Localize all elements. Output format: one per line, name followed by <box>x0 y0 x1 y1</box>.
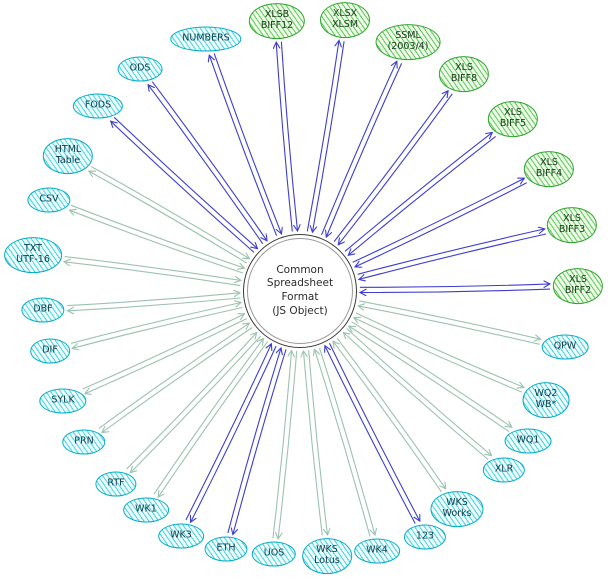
arrow <box>69 210 243 274</box>
arrow <box>70 303 241 344</box>
arrow <box>338 93 453 245</box>
arrow <box>333 341 442 493</box>
arrow <box>359 284 550 287</box>
arrow <box>113 116 257 248</box>
arrow <box>68 297 241 311</box>
arrow <box>306 40 339 232</box>
arrow <box>91 166 249 259</box>
arrow <box>85 318 247 394</box>
arrow <box>72 306 243 349</box>
arrow <box>344 132 492 252</box>
arrow <box>233 349 287 534</box>
arrow <box>351 321 512 427</box>
arrow <box>148 85 264 245</box>
arrow <box>348 135 496 255</box>
arrow <box>346 328 492 456</box>
arrow <box>89 171 248 264</box>
arrow <box>315 349 371 537</box>
arrow <box>359 300 540 339</box>
arrow <box>272 351 292 539</box>
arrow <box>185 344 272 521</box>
arrow <box>355 312 524 388</box>
arrow <box>304 351 323 536</box>
arrow <box>102 327 253 433</box>
arrow <box>153 339 264 495</box>
arrow <box>358 306 540 345</box>
arrow <box>329 343 420 521</box>
arrow <box>191 345 277 522</box>
arrow <box>343 333 489 460</box>
arrow <box>278 350 298 539</box>
arrow <box>326 63 403 237</box>
arrow <box>213 53 281 234</box>
arrow <box>355 182 527 267</box>
arrow <box>349 326 510 433</box>
arrow <box>336 337 446 489</box>
arrow <box>98 323 249 429</box>
arrow <box>209 55 278 236</box>
arrow <box>318 347 376 535</box>
arrow <box>352 178 525 263</box>
arrow <box>130 335 261 473</box>
arrow <box>158 341 269 498</box>
arrow <box>151 81 267 241</box>
arrow <box>354 318 523 393</box>
center-node: Common Spreadsheet Format (JS Object) <box>243 234 357 348</box>
arrow <box>70 204 244 268</box>
arrow <box>320 61 397 236</box>
arrow <box>82 314 245 390</box>
arrow <box>333 91 448 242</box>
arrow <box>359 233 547 279</box>
arrow <box>308 350 328 534</box>
arrow <box>357 229 545 275</box>
arrow <box>312 41 345 232</box>
arrow <box>111 121 255 253</box>
arrow <box>325 346 416 524</box>
center-node-label: Common Spreadsheet Format (JS Object) <box>266 263 334 317</box>
arrow <box>67 293 240 307</box>
arrow <box>126 333 257 470</box>
arrow <box>64 262 241 287</box>
arrow <box>64 256 241 281</box>
arrow <box>360 289 551 292</box>
arrow <box>227 348 281 534</box>
arrow <box>276 42 293 232</box>
arrow <box>280 41 297 231</box>
